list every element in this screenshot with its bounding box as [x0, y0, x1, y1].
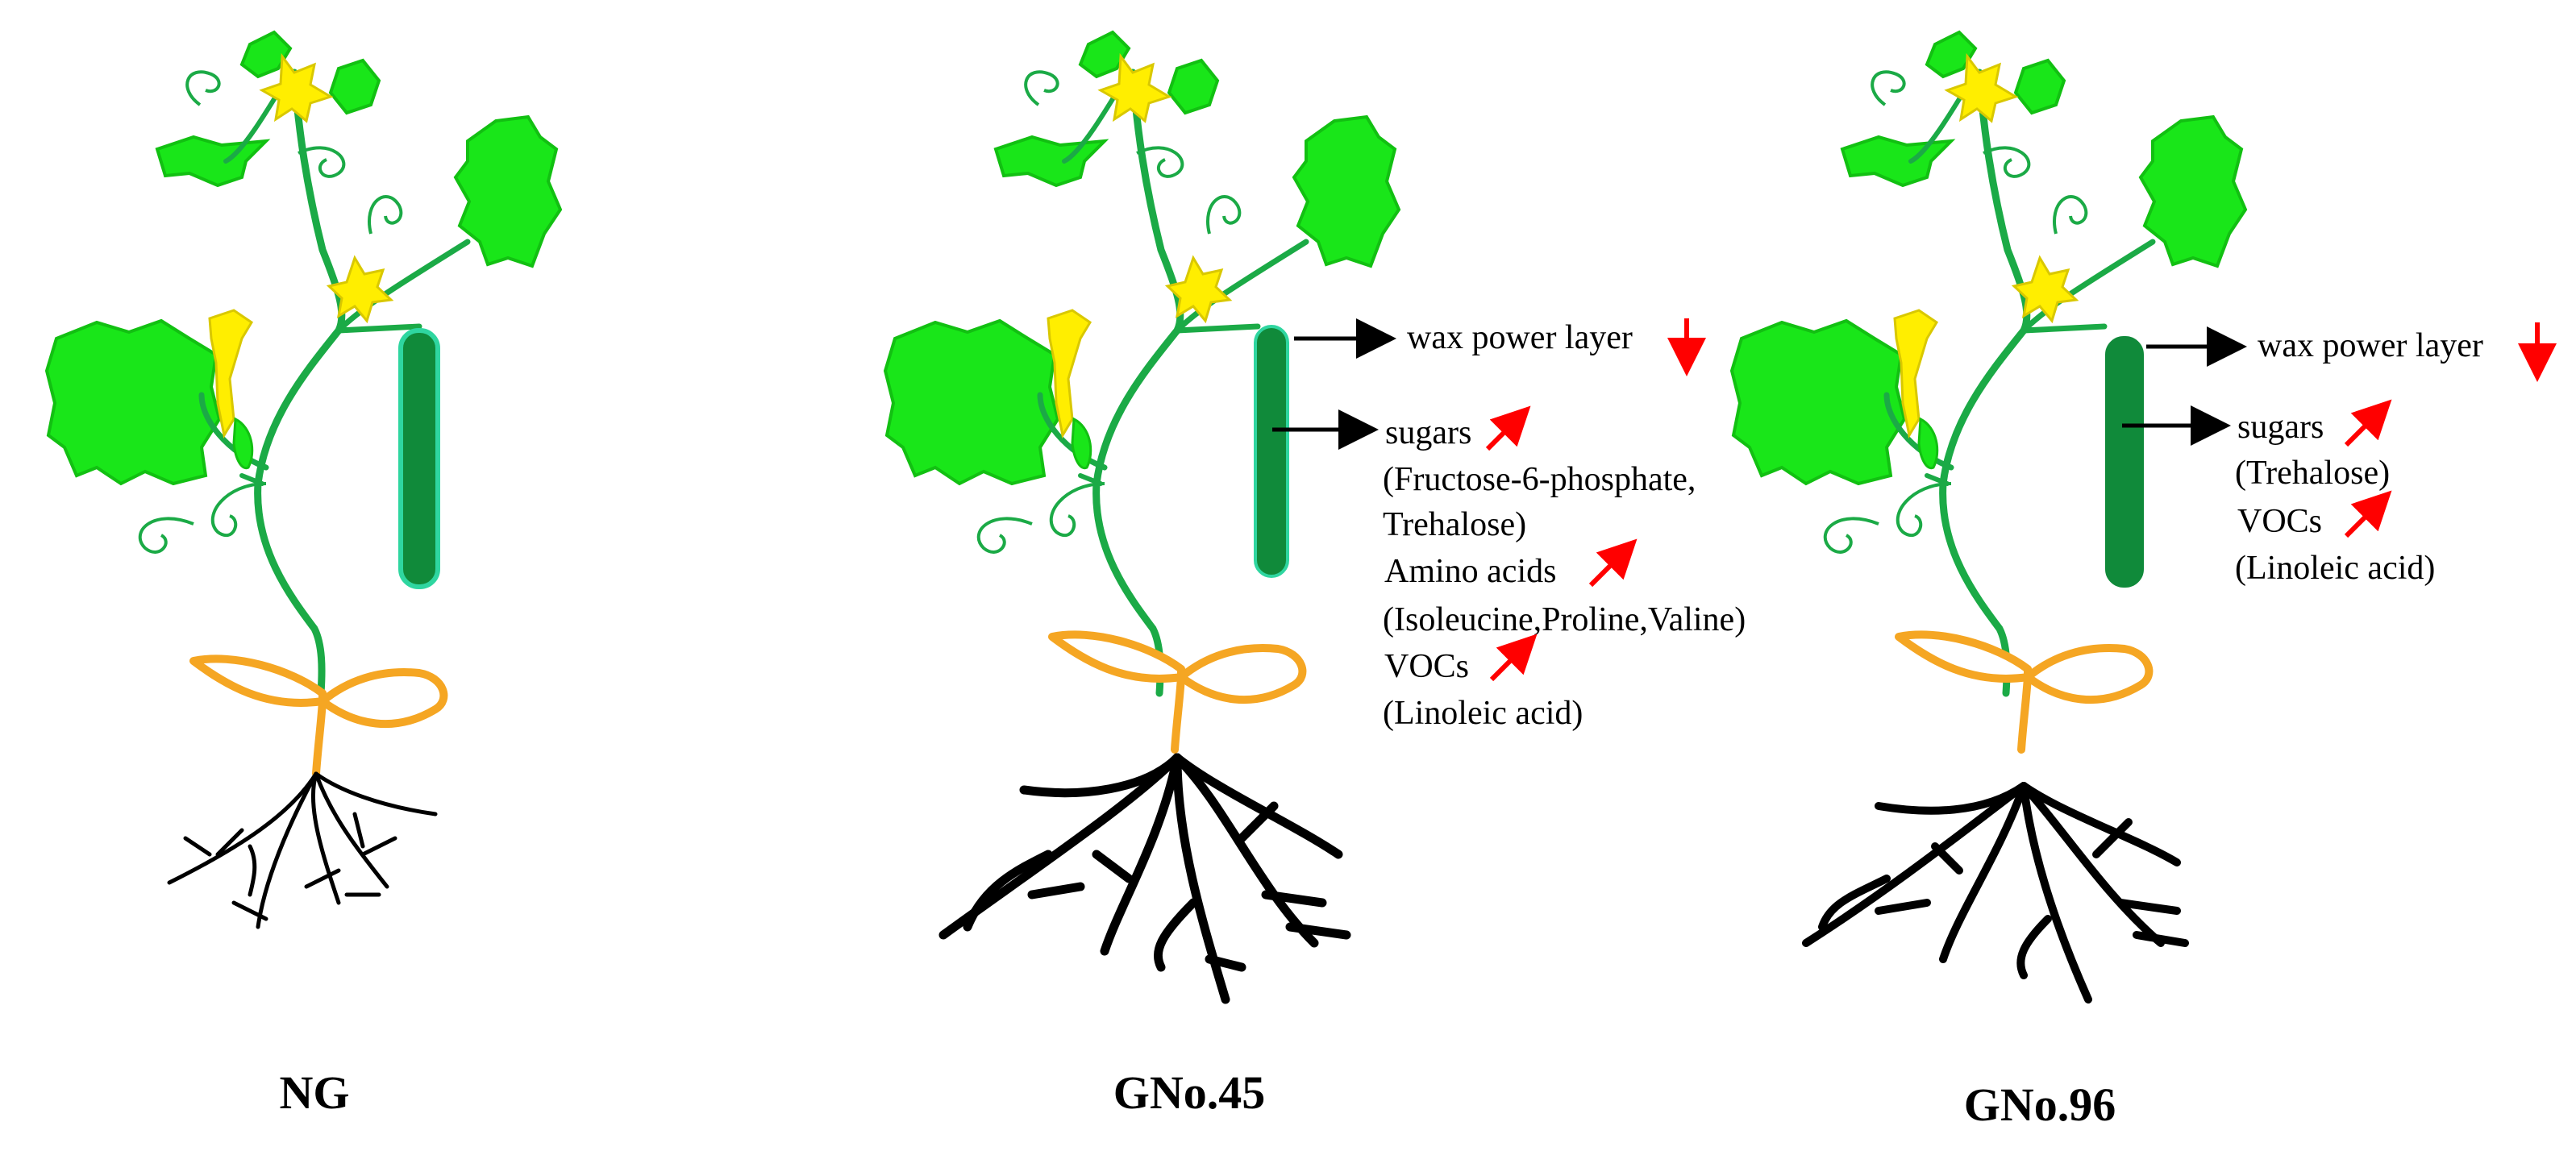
label-sugars-detail-2-gno45: Trehalose) — [1383, 506, 1526, 543]
label-sugars-detail-1-gno45: (Fructose-6-phosphate, — [1383, 461, 1696, 498]
roots-gno96 — [1802, 782, 2189, 1003]
plant-ng: NG — [47, 32, 560, 1119]
label-amino-acids-gno45: Amino acids — [1384, 553, 1556, 590]
caption-gno96: GNo.96 — [1964, 1078, 2116, 1131]
roots-ng — [167, 771, 438, 929]
trend-up-arrow-vocs-gno96 — [2344, 490, 2392, 538]
caption-gno45: GNo.45 — [1113, 1066, 1266, 1119]
label-vocs-gno96: VOCs — [2237, 503, 2322, 540]
fruit-gno45 — [1254, 325, 1289, 578]
label-vocs-detail-gno45: (Linoleic acid) — [1383, 695, 1583, 732]
label-sugars-gno45: sugars — [1385, 414, 1471, 451]
fruit-gno96 — [2105, 336, 2144, 588]
plant-gno96: GNo.96 — [1732, 32, 2245, 1131]
label-amino-detail-gno45: (Isoleucine,Proline,Valine) — [1383, 601, 1746, 638]
label-vocs-detail-gno96: (Linoleic acid) — [2235, 550, 2435, 587]
trend-up-arrow-sugars-gno96 — [2344, 399, 2392, 447]
label-wax-gno96: wax power layer — [2258, 327, 2483, 364]
label-sugars-gno96: sugars — [2237, 409, 2324, 446]
annotations-gno45: wax power layer sugars (Fructose-6-phosp… — [1272, 318, 1746, 732]
plant-gno45: GNo.45 — [885, 32, 1399, 1119]
trend-up-arrow-vocs-gno45 — [1489, 634, 1538, 682]
trend-up-arrow-sugars-gno45 — [1485, 405, 1531, 451]
caption-ng: NG — [280, 1066, 350, 1119]
roots-gno45 — [938, 753, 1351, 1004]
label-vocs-gno45: VOCs — [1384, 648, 1469, 685]
annotations-gno96: wax power layer sugars (Trehalose) VOCs … — [2122, 322, 2557, 587]
fruit-ng — [398, 328, 440, 589]
label-sugars-detail-gno96: (Trehalose) — [2235, 455, 2390, 492]
label-wax-gno45: wax power layer — [1407, 319, 1633, 356]
trend-up-arrow-amino-gno45 — [1588, 538, 1638, 588]
